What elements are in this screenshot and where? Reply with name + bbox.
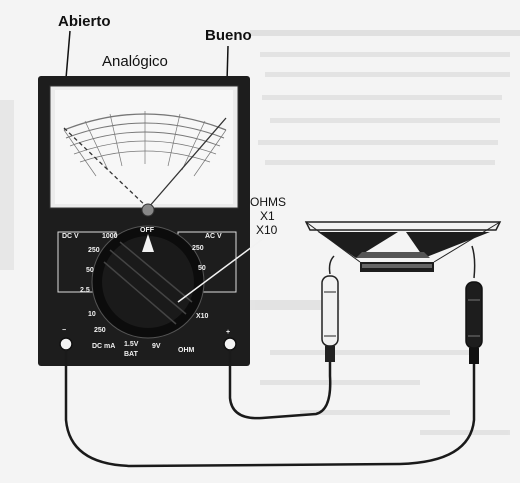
ohms-label: OHMS (250, 195, 286, 209)
dial-25-label: 2.5 (80, 287, 90, 294)
positive-terminal[interactable] (223, 337, 237, 351)
knob-grip-lines (103, 241, 193, 325)
positive-test-lead-wire (228, 350, 332, 420)
dial-x10k-label: X10 (196, 313, 209, 320)
probe-icon-right (465, 281, 483, 364)
x1-label: X1 (260, 209, 275, 223)
dial-15v-label: 1.5V (124, 341, 139, 348)
dial-ohm-label: OHM (178, 347, 195, 354)
speaker-icon (304, 221, 502, 272)
dial-acr50-label: 50 (198, 265, 206, 272)
dial-acv-label: AC V (205, 233, 222, 240)
dial-250-label: 250 (88, 247, 100, 254)
negative-terminal-label: − (62, 327, 66, 334)
ohms-pointer-line (177, 237, 265, 303)
analog-label: Analógico (102, 53, 168, 70)
dial-1000-label: 1000 (102, 233, 118, 240)
dial-acr250-label: 250 (192, 245, 204, 252)
needle-open-position (63, 127, 149, 209)
open-label: Abierto (58, 13, 111, 30)
speaker-left-lead (328, 255, 335, 275)
positive-terminal-label: + (226, 329, 230, 336)
dial-dcv-label: DC V (62, 233, 79, 240)
negative-terminal[interactable] (59, 337, 73, 351)
good-label: Bueno (205, 27, 252, 44)
background-text-texture (0, 30, 520, 435)
multimeter: DC V OFF AC V 1000 250 50 2.5 10 250 DC … (38, 76, 250, 366)
dial-10-label: 10 (88, 311, 96, 318)
dial-dcma-label: DC mA (92, 343, 115, 350)
probe-icon-left (321, 275, 339, 362)
dial-9v-label: 9V (152, 343, 161, 350)
dial-off-label: OFF (140, 227, 155, 234)
dial-ma250-label: 250 (94, 327, 106, 334)
negative-test-lead-wire (64, 350, 476, 468)
dial-50-label: 50 (86, 267, 94, 274)
x10-label: X10 (256, 223, 278, 237)
knob-pointer (142, 234, 154, 252)
dial-bat-label: BAT (124, 351, 139, 358)
meter-scale-face (55, 90, 233, 204)
needle-good-position (147, 117, 227, 209)
speaker-right-lead (471, 245, 476, 279)
needle-pivot (141, 203, 155, 217)
